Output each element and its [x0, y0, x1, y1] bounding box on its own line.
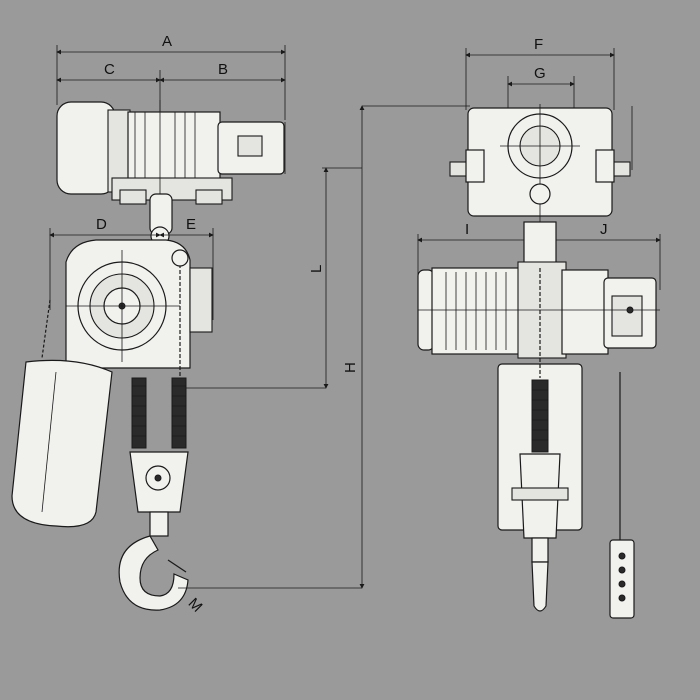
- label-m: M: [185, 595, 206, 616]
- pendant-controller: [609, 372, 635, 619]
- trolley-plate: [449, 104, 633, 230]
- label-d: D: [96, 216, 107, 233]
- label-a: A: [162, 33, 172, 50]
- label-f: F: [534, 36, 543, 53]
- hoist-motor-body: [417, 261, 660, 359]
- dimension-f-g: F G: [465, 36, 615, 112]
- dimension-d-e: D E: [49, 216, 214, 320]
- dimension-m: M: [178, 587, 362, 616]
- label-i: I: [465, 221, 469, 238]
- dimension-h: H: [342, 105, 470, 589]
- front-load-chain: [531, 268, 549, 453]
- dimension-a: A: [56, 33, 286, 120]
- dimension-l: L: [308, 167, 362, 389]
- chain-bag: [11, 299, 113, 528]
- label-b: B: [218, 61, 228, 78]
- hook-block: [118, 451, 189, 611]
- label-g: G: [534, 65, 546, 82]
- chain-springs: [131, 377, 187, 449]
- hoist-body: [65, 239, 213, 369]
- front-suspension-link: [523, 221, 557, 269]
- front-view: F G I J: [417, 36, 661, 619]
- label-h: H: [342, 362, 359, 373]
- label-j: J: [600, 221, 608, 238]
- suspension-link: [149, 193, 173, 246]
- side-view: A C B: [11, 33, 362, 616]
- label-c: C: [104, 61, 115, 78]
- label-e: E: [186, 216, 196, 233]
- front-hook-block: [511, 453, 569, 612]
- trolley-assembly: [56, 100, 286, 230]
- load-chain: [171, 249, 189, 388]
- label-l: L: [308, 265, 325, 273]
